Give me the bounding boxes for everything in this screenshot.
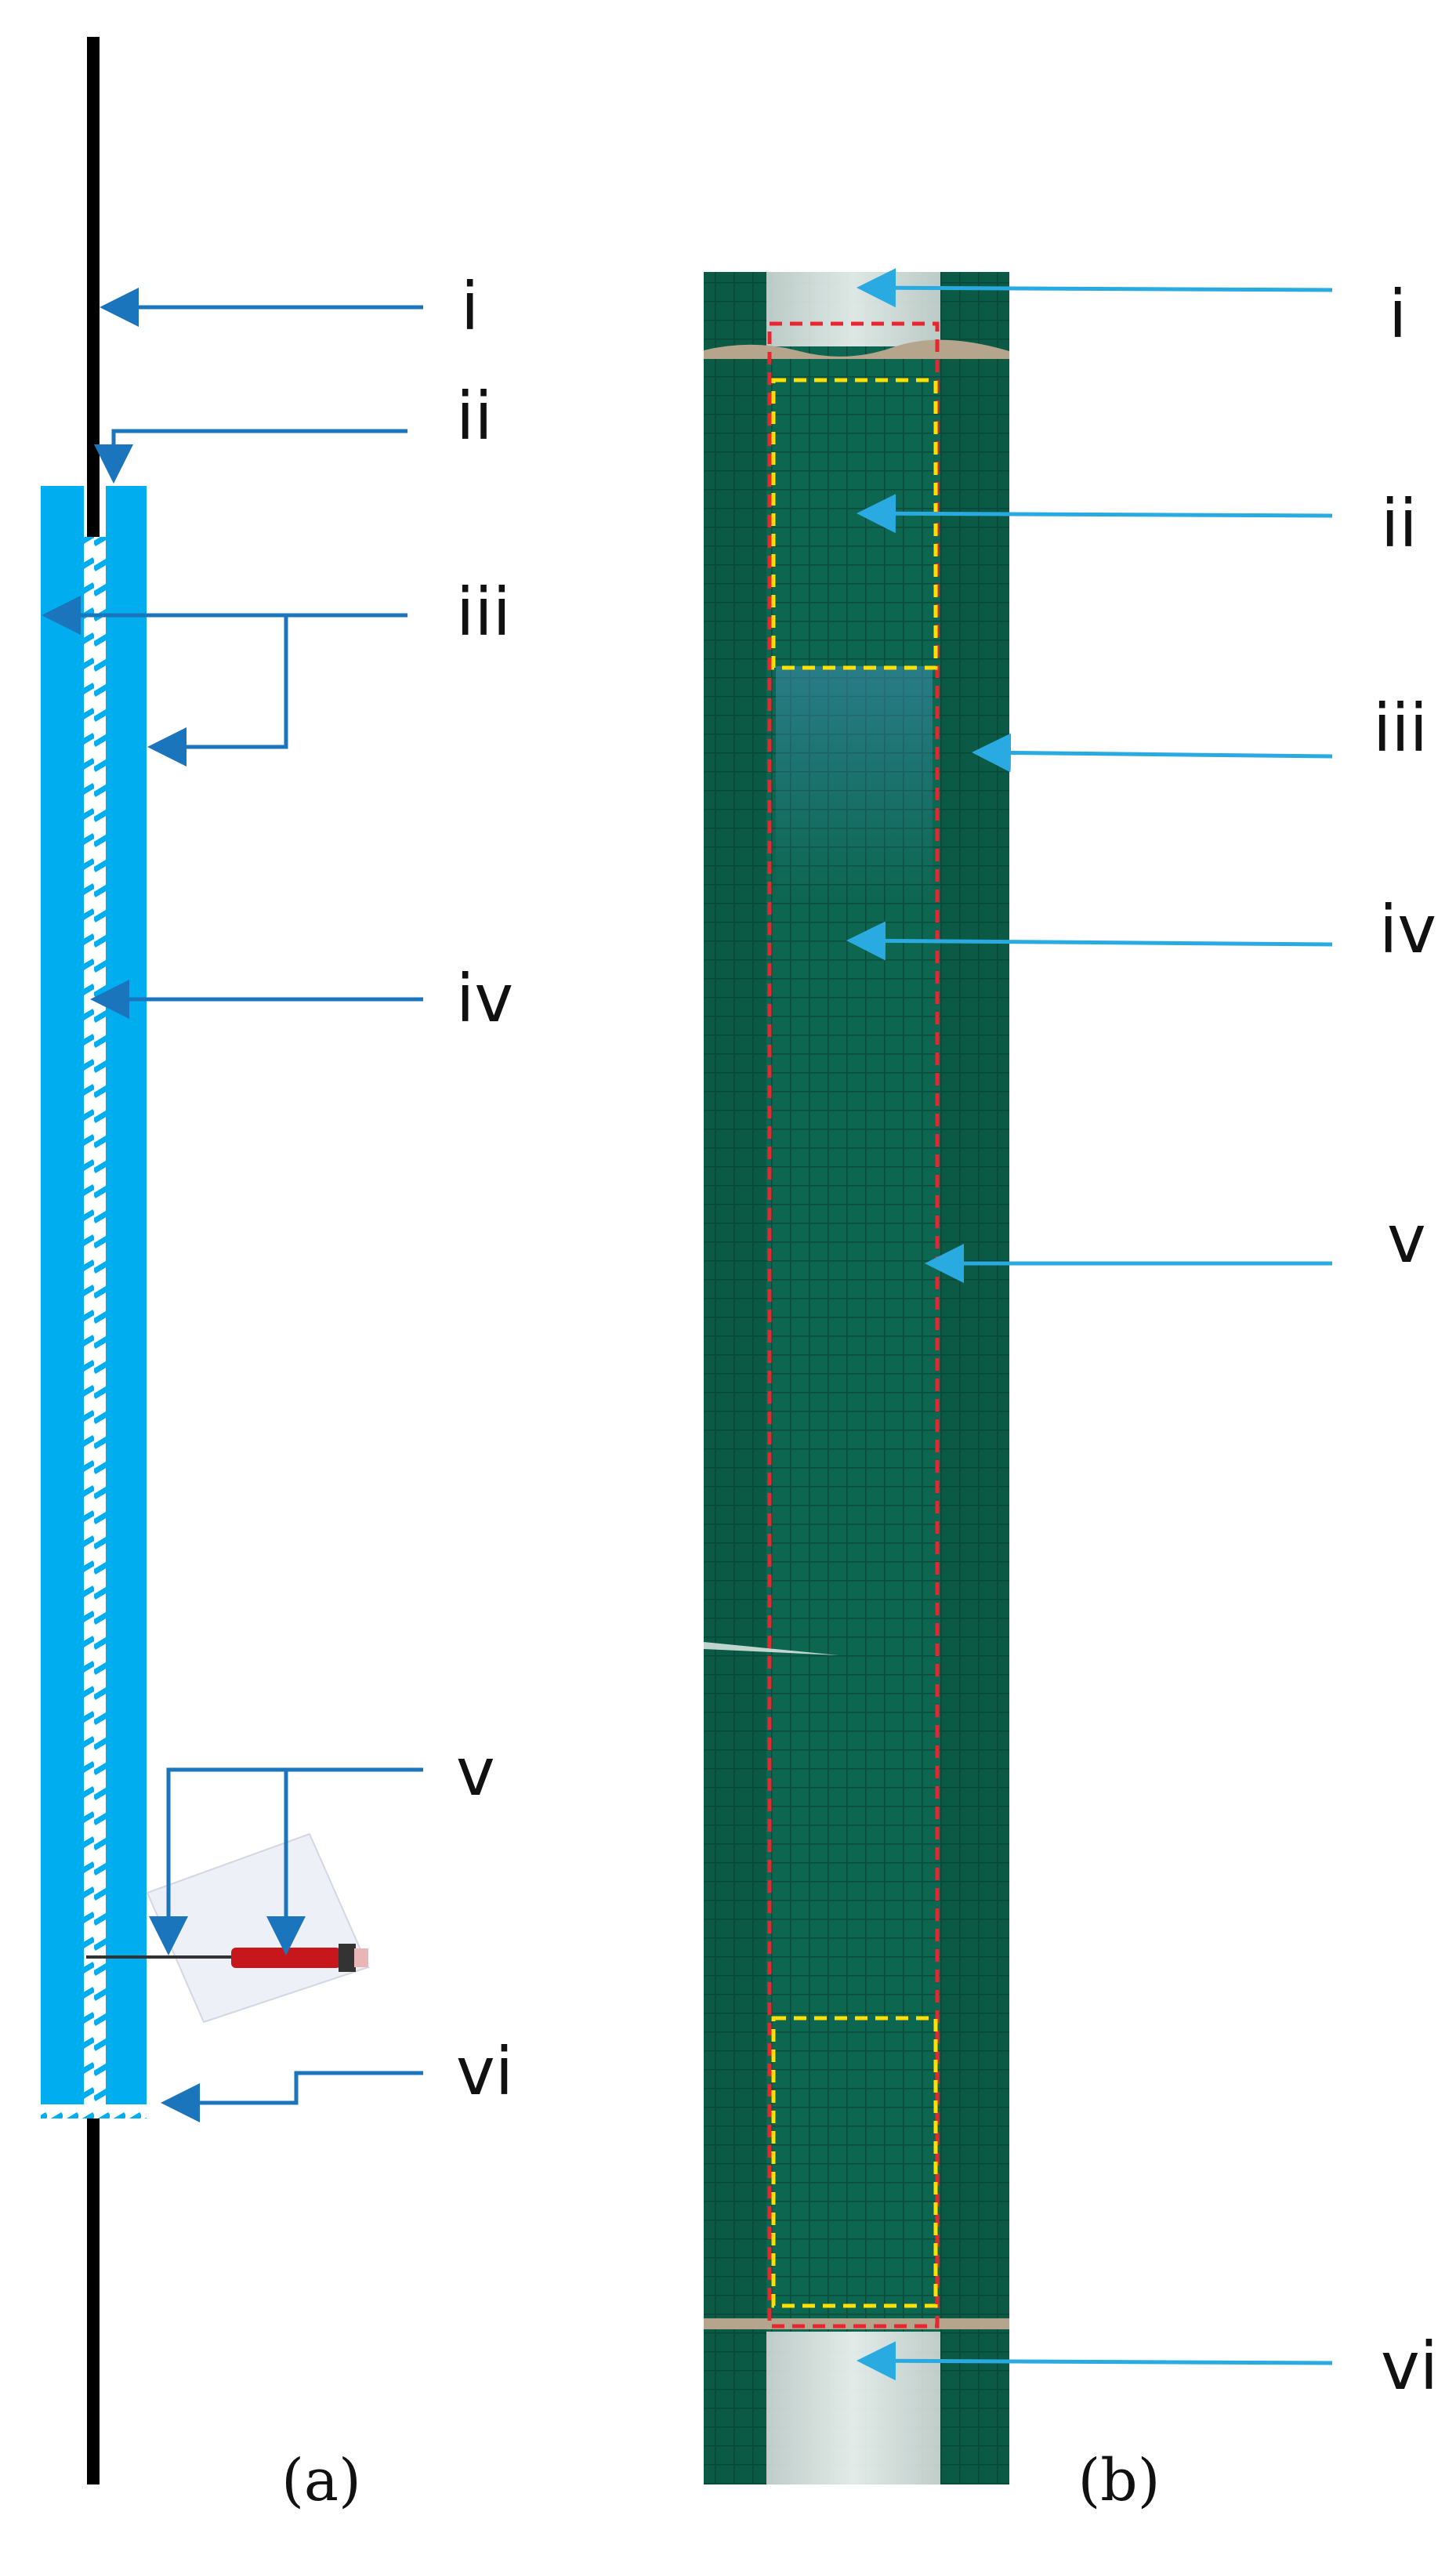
arrow-b-i (857, 268, 1333, 308)
panel-a: i ii iii iv v vi (a) (41, 37, 513, 2514)
adhesive-layer (84, 537, 106, 2104)
arrow-a-ii (94, 429, 407, 484)
arrows-a (42, 288, 423, 2122)
arrow-b-iii (972, 733, 1333, 773)
blue-region (776, 666, 933, 901)
photo-shading-left (704, 272, 766, 2484)
tape-top (766, 272, 940, 346)
arrows-b (846, 268, 1333, 2381)
light-streak (704, 1642, 838, 1655)
tape-top-edge (704, 339, 1009, 359)
label-a-iv: iv (456, 960, 513, 1037)
label-b-iv: iv (1379, 891, 1436, 968)
arrow-b-ii (857, 494, 1333, 534)
bottom-edge-hatch (41, 2104, 147, 2118)
adherend-left (41, 486, 84, 2104)
photo-background (704, 272, 1009, 2484)
tape-bottom (766, 2332, 940, 2484)
arrow-b-vi (857, 2341, 1333, 2381)
adherend-right (106, 486, 147, 2104)
label-b-vi: vi (1381, 2328, 1438, 2405)
yellow-dashed-outline-top (771, 378, 938, 670)
arrow-a-v-1 (149, 1767, 423, 1955)
label-a-iii: iii (456, 574, 511, 651)
label-a-i: i (461, 268, 479, 345)
syringe-icon (86, 1832, 370, 2024)
yellow-dashed-outline-bottom (771, 2016, 938, 2308)
label-b-v: v (1387, 1201, 1426, 1278)
panel-b: i ii iii iv v vi (b) (704, 268, 1438, 2514)
arrow-a-iii-2 (147, 615, 288, 767)
arrow-b-iv (846, 921, 1333, 961)
label-b-i: i (1389, 276, 1407, 353)
photo-shading-right (940, 272, 1009, 2484)
arrow-a-vi (161, 2071, 423, 2122)
label-a-ii: ii (456, 378, 493, 455)
label-b-ii: ii (1381, 485, 1418, 562)
label-a-v: v (456, 1734, 495, 1810)
rod-bottom (87, 2116, 100, 2484)
caption-a: (a) (281, 2447, 361, 2514)
label-b-iii: iii (1373, 690, 1428, 767)
label-a-vi: vi (456, 2033, 513, 2110)
red-dashed-outline (767, 321, 940, 2329)
rod-top (87, 37, 100, 538)
caption-b: (b) (1078, 2447, 1160, 2514)
